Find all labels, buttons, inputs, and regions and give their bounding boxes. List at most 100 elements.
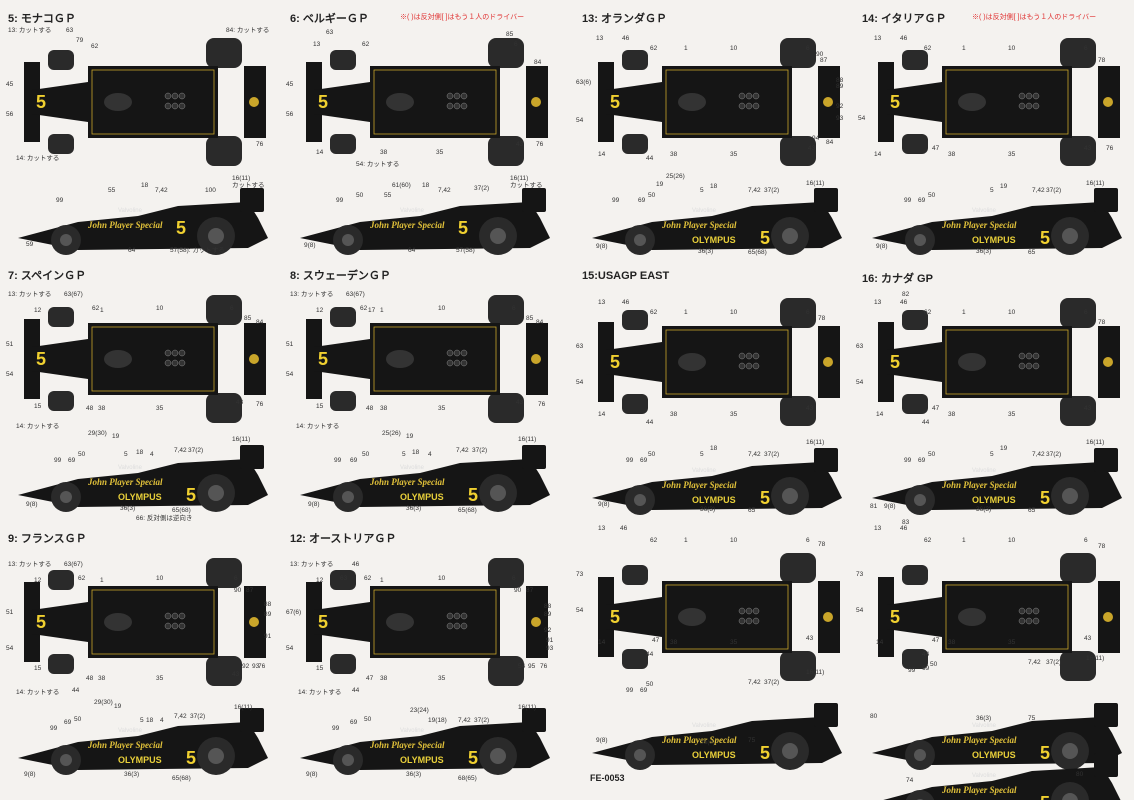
front-tire-top — [48, 570, 74, 590]
nose — [32, 339, 88, 379]
race-number-plan: 5 — [36, 92, 46, 112]
intake-trumpet — [1032, 607, 1040, 615]
part-callout: 35 — [1008, 151, 1016, 158]
valvoline-decal: Valvoline — [118, 465, 143, 471]
part-callout: 65 — [1028, 249, 1036, 256]
jps-crest — [823, 97, 833, 107]
rear-rim — [1062, 228, 1078, 244]
cockpit — [958, 353, 986, 371]
part-callout: 1 — [380, 577, 384, 584]
side-rear-wing — [240, 708, 264, 732]
intake-trumpet — [745, 362, 753, 370]
intake-trumpet — [1018, 102, 1026, 110]
intake-trumpet — [178, 349, 186, 357]
part-callout: 4 — [150, 451, 154, 458]
intake-trumpet — [1032, 92, 1040, 100]
front-rim — [634, 234, 646, 246]
jps-decal: John Player Special — [87, 477, 163, 487]
intake-trumpet — [460, 359, 468, 367]
part-callout: 93 — [836, 115, 844, 122]
part-callout: 14 — [598, 411, 606, 418]
jps-crest — [249, 97, 259, 107]
part-callout: 50 — [78, 451, 86, 458]
front-rim — [60, 491, 72, 503]
part-callout: 54 — [856, 607, 864, 614]
part-callout: 13 — [313, 41, 321, 48]
race-number-plan: 5 — [890, 607, 900, 627]
part-callout: 15 — [316, 403, 324, 410]
gp-title: 15:USAGP EAST — [582, 270, 670, 282]
part-callout: 99 — [336, 197, 344, 204]
car-plan-view: 5 — [878, 38, 1120, 166]
rear-tire-top — [1060, 553, 1096, 583]
part-callout: 6 — [514, 41, 518, 48]
part-callout: 76 — [256, 401, 264, 408]
intake-trumpet — [164, 102, 172, 110]
intake-trumpet — [453, 349, 461, 357]
part-callout: 64 — [408, 247, 416, 254]
rear-rim — [490, 748, 506, 764]
part-callout: 16(11) — [1086, 180, 1105, 187]
part-callout: 5 — [990, 187, 994, 194]
part-callout: 35 — [730, 411, 738, 418]
part-callout: 50 — [74, 716, 82, 723]
part-callout: 65(68) — [172, 775, 191, 782]
cockpit — [104, 613, 132, 631]
part-callout: 47 — [932, 637, 940, 644]
part-callout: 14: カットする — [16, 155, 60, 162]
part-callout: 76 — [538, 401, 546, 408]
rear-tire-top — [488, 295, 524, 325]
intake-trumpet — [178, 92, 186, 100]
part-callout: 62 — [650, 309, 658, 316]
race-number-side: 5 — [760, 743, 770, 763]
rear-tire-bottom — [488, 136, 524, 166]
part-callout: 50 — [364, 716, 372, 723]
part-callout: 6 — [1084, 537, 1088, 544]
part-callout: 36(3) — [976, 248, 992, 255]
intake-trumpet — [738, 617, 746, 625]
front-rim — [342, 234, 354, 246]
side-rear-wing — [522, 445, 546, 469]
rear-rim — [1062, 488, 1078, 504]
part-callout: 35 — [438, 675, 446, 682]
front-rim — [914, 749, 926, 761]
cockpit — [386, 350, 414, 368]
part-callout: 37(2) — [188, 447, 204, 454]
rear-rim — [782, 488, 798, 504]
part-callout: 44 — [646, 651, 654, 658]
side-rear-wing — [240, 445, 264, 469]
front-tire-bottom — [330, 391, 356, 411]
part-callout: 7,42 — [748, 451, 761, 458]
race-number-plan: 5 — [318, 92, 328, 112]
part-callout: 88 — [544, 603, 552, 610]
rear-rim — [490, 485, 506, 501]
front-rim — [634, 494, 646, 506]
part-callout: 13 — [598, 525, 606, 532]
intake-trumpet — [752, 362, 760, 370]
intake-trumpet — [752, 352, 760, 360]
part-callout: 35 — [730, 151, 738, 158]
part-callout: 47 — [366, 675, 374, 682]
jps-crest — [531, 97, 541, 107]
rear-tire-top — [780, 553, 816, 583]
rear-tire-bottom — [1060, 651, 1096, 681]
front-tire-top — [902, 565, 928, 585]
part-callout: 14: カットする — [296, 423, 340, 430]
race-number-plan: 5 — [36, 349, 46, 369]
sidepods — [942, 66, 1072, 138]
part-callout: 50 — [356, 192, 364, 199]
side-rear-wing — [1094, 448, 1118, 472]
intake-trumpet — [1018, 92, 1026, 100]
part-callout: 36(3) — [698, 248, 714, 255]
race-number-side: 5 — [458, 218, 468, 238]
sidepods — [662, 581, 792, 653]
part-callout: 51 — [6, 341, 14, 348]
part-callout: 14 — [598, 639, 606, 646]
part-callout: 38 — [98, 405, 106, 412]
intake-trumpet — [460, 92, 468, 100]
intake-trumpet — [164, 92, 172, 100]
part-callout: 63 — [856, 343, 864, 350]
pinstripe — [945, 329, 1069, 395]
